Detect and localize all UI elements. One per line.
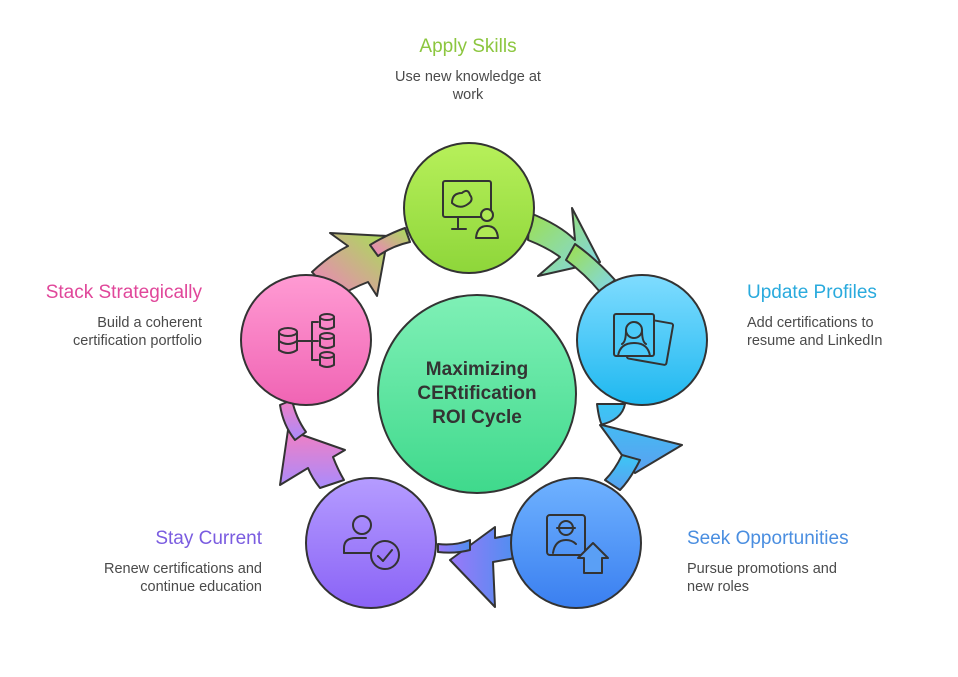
stay-current-label: Stay Current Renew certifications and co… (52, 528, 262, 596)
user-promotion-icon (546, 514, 609, 574)
arrow-update-to-seek (596, 403, 683, 474)
stack-strategically-desc: Build a coherent certification portfolio (2, 314, 202, 350)
update-profiles-desc-line1: Add certifications to (747, 314, 874, 331)
stay-current-desc-line2: continue education (140, 578, 262, 595)
arc-seek-to-stay (437, 539, 471, 554)
update-profiles-desc-line2: resume and LinkedIn (747, 332, 883, 349)
arc-stay-to-stack (279, 399, 307, 441)
seek-opportunities-desc: Pursue promotions and new roles (687, 560, 907, 596)
seek-opportunities-title: Seek Opportunities (687, 528, 849, 549)
user-check-icon (343, 515, 400, 570)
seek-opportunities-label: Seek Opportunities Pursue promotions and… (687, 528, 907, 596)
arrow-seek-to-stay (449, 526, 516, 608)
stack-strategically-desc-line1: Build a coherent (97, 314, 202, 331)
stack-strategically-desc-line2: certification portfolio (73, 332, 202, 349)
apply-skills-title: Apply Skills (419, 36, 517, 57)
stay-current-title: Stay Current (155, 528, 262, 549)
center-title-line2: CERtification (417, 383, 537, 404)
arrow-stay-to-stack (279, 429, 346, 489)
arc-update-to-seek (604, 454, 641, 491)
arc-stack-to-apply (369, 227, 411, 257)
center-title: Maximizing CERtification ROI Cycle (378, 358, 576, 430)
seek-opportunities-desc-line2: new roles (687, 578, 750, 595)
apply-skills-desc-line1: Use new knowledge at (395, 68, 541, 85)
profile-card-icon (613, 313, 675, 366)
presentation-icon (442, 180, 499, 239)
stay-current-desc: Renew certifications and continue educat… (52, 560, 262, 596)
apply-skills-circle (403, 142, 535, 274)
stay-current-desc-line1: Renew certifications and (104, 560, 262, 577)
center-title-line3: ROI Cycle (432, 407, 522, 428)
update-profiles-title: Update Profiles (747, 282, 877, 303)
apply-skills-desc: Use new knowledge at work (368, 68, 568, 104)
seek-opportunities-desc-line1: Pursue promotions and (687, 560, 837, 577)
database-stack-icon (278, 313, 335, 368)
update-profiles-label: Update Profiles Add certifications to re… (747, 282, 947, 350)
stay-current-circle (305, 477, 437, 609)
stack-strategically-label: Stack Strategically Build a coherent cer… (2, 282, 202, 350)
update-profiles-desc: Add certifications to resume and LinkedI… (747, 314, 947, 350)
cycle-arrows (279, 207, 683, 608)
apply-skills-label: Apply Skills Use new knowledge at work (368, 36, 568, 104)
center-title-line1: Maximizing (425, 359, 529, 380)
center-circle (377, 294, 577, 494)
apply-skills-desc-line2: work (452, 86, 484, 103)
stack-strategically-title: Stack Strategically (45, 282, 202, 303)
